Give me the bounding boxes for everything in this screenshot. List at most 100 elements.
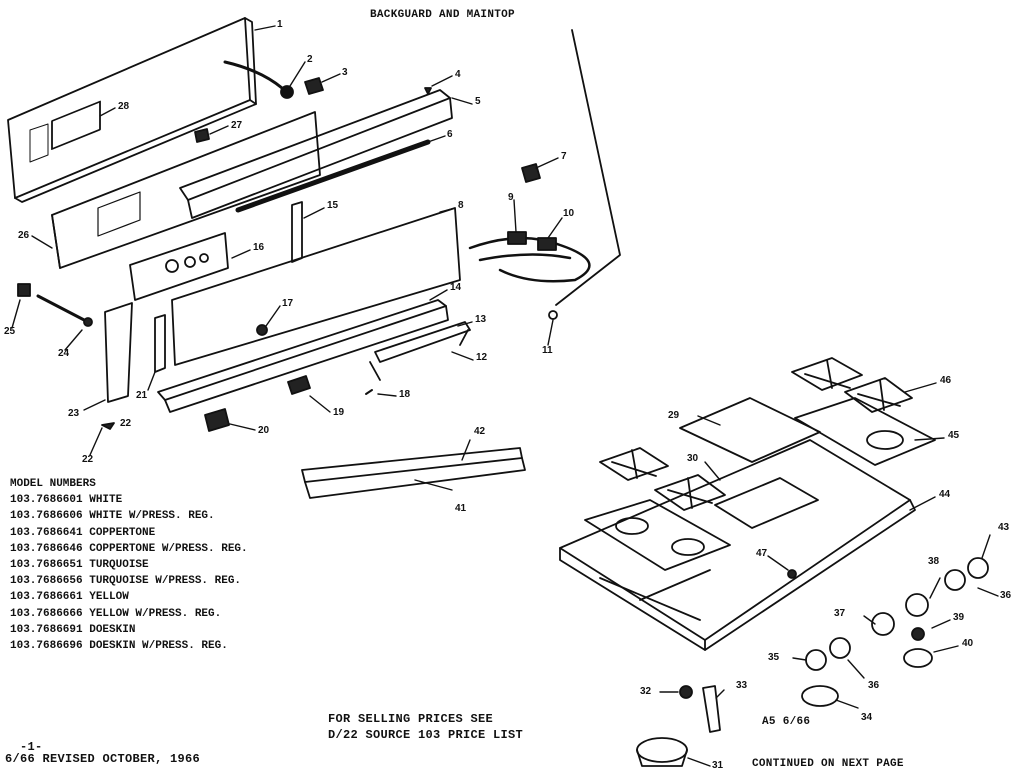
knob-36 xyxy=(829,637,851,659)
knob-37 xyxy=(871,612,895,636)
part-32 xyxy=(679,685,693,699)
callout-40: 40 xyxy=(962,638,974,649)
pricing-note-line1: FOR SELLING PRICES SEE xyxy=(328,712,494,726)
bracket-part-23 xyxy=(104,302,133,403)
callout-39: 39 xyxy=(953,612,965,623)
model-item: 103.7686656 TURQUOISE W/PRESS. REG. xyxy=(10,575,242,588)
cord-part-2 xyxy=(223,60,284,90)
callout-46: 46 xyxy=(940,375,952,386)
part-7 xyxy=(521,163,541,183)
knob-38 xyxy=(905,593,929,617)
title: BACKGUARD AND MAINTOP xyxy=(370,9,515,21)
continued-note: CONTINUED ON NEXT PAGE xyxy=(752,758,904,770)
callout-26: 26 xyxy=(18,230,30,241)
maintop-frame-44 xyxy=(559,439,916,651)
callout-18: 18 xyxy=(399,389,411,400)
pricing-note-line2: D/22 SOURCE 103 PRICE LIST xyxy=(328,728,524,742)
knob-35 xyxy=(805,649,827,671)
backguard-panel xyxy=(7,17,257,203)
model-item: 103.7686666 YELLOW W/PRESS. REG. xyxy=(10,607,222,620)
callout-22: 22 xyxy=(82,454,94,465)
grates-46 xyxy=(791,357,913,413)
part-25 xyxy=(17,283,31,297)
callout-5: 5 xyxy=(475,96,481,107)
burner-box-left xyxy=(584,499,731,571)
model-item: 103.7686646 COPPERTONE W/PRESS. REG. xyxy=(10,542,248,555)
trim-strip-41 xyxy=(301,447,526,499)
wiring-harness xyxy=(468,231,591,283)
rail-part-15 xyxy=(291,201,303,263)
callout-19: 19 xyxy=(333,407,345,418)
callout-10: 10 xyxy=(563,208,575,219)
model-list-header: MODEL NUMBERS xyxy=(10,478,96,490)
grates-left xyxy=(599,447,726,511)
part-20 xyxy=(204,408,230,432)
callout-20: 20 xyxy=(258,425,270,436)
callout-31: 31 xyxy=(712,760,724,771)
callout-42: 42 xyxy=(474,426,486,437)
model-item: 103.7686696 DOESKIN W/PRESS. REG. xyxy=(10,640,228,653)
model-item: 103.7686601 WHITE xyxy=(10,494,123,507)
callout-30: 30 xyxy=(687,453,699,464)
bracket-part-27 xyxy=(194,128,210,143)
callout-14: 14 xyxy=(450,282,462,293)
model-item: 103.7686661 YELLOW xyxy=(10,591,129,604)
callout-34: 34 xyxy=(861,712,873,723)
divider-line xyxy=(555,29,621,306)
callout-24: 24 xyxy=(58,348,70,359)
post-part-21 xyxy=(154,314,166,373)
callout-29: 29 xyxy=(668,410,680,421)
callout-32: 32 xyxy=(640,686,652,697)
part-19 xyxy=(287,375,311,395)
handle-part-13 xyxy=(374,321,471,363)
rod-part-24 xyxy=(36,294,90,324)
callout-23: 23 xyxy=(68,408,80,419)
part-33 xyxy=(702,685,721,733)
page-number: -1- xyxy=(20,740,43,754)
callout-11: 11 xyxy=(542,345,553,356)
part-11 xyxy=(548,310,558,320)
griddle-30 xyxy=(714,477,819,529)
model-item: 103.7686651 TURQUOISE xyxy=(10,559,149,572)
callout-36b: 36 xyxy=(1000,590,1012,601)
knob-43 xyxy=(967,557,989,579)
callout-4: 4 xyxy=(455,69,461,80)
burner-cap-34 xyxy=(801,685,839,707)
callout-22-label: 22 xyxy=(120,418,132,429)
callout-13: 13 xyxy=(475,314,487,325)
callout-25: 25 xyxy=(4,326,16,337)
callout-45: 45 xyxy=(948,430,960,441)
tube-part-6 xyxy=(235,139,431,213)
callout-27: 27 xyxy=(231,120,243,131)
callout-12: 12 xyxy=(476,352,488,363)
callout-44: 44 xyxy=(939,489,951,500)
connector-part-2 xyxy=(280,85,294,99)
control-panel-8 xyxy=(171,207,461,366)
part-18 xyxy=(365,389,373,395)
long-rail-14 xyxy=(157,299,449,413)
part-47 xyxy=(787,569,797,579)
callout-21: 21 xyxy=(136,390,148,401)
model-item: 103.7686641 COPPERTONE xyxy=(10,526,156,539)
knob-39 xyxy=(911,627,925,641)
switch-plate-16 xyxy=(129,232,229,301)
callout-9: 9 xyxy=(508,192,514,203)
callout-36: 36 xyxy=(868,680,880,691)
revision-note: 6/66 REVISED OCTOBER, 1966 xyxy=(5,752,201,766)
callout-8: 8 xyxy=(458,200,464,211)
part-22 xyxy=(101,422,115,430)
callout-28: 28 xyxy=(118,101,130,112)
document-code: A5 6/66 xyxy=(762,716,811,728)
trim-strip-5 xyxy=(179,89,453,219)
callout-38: 38 xyxy=(928,556,940,567)
model-list: MODEL NUMBERS 103.7686601 WHITE 103.7686… xyxy=(10,476,248,654)
callout-2: 2 xyxy=(307,54,313,65)
burner-box-45 xyxy=(794,397,936,466)
callout-15: 15 xyxy=(327,200,339,211)
callout-1: 1 xyxy=(277,19,283,30)
knob-36-right xyxy=(944,569,966,591)
callout-35: 35 xyxy=(768,652,780,663)
callout-arrows xyxy=(11,25,999,767)
callout-16: 16 xyxy=(253,242,265,253)
